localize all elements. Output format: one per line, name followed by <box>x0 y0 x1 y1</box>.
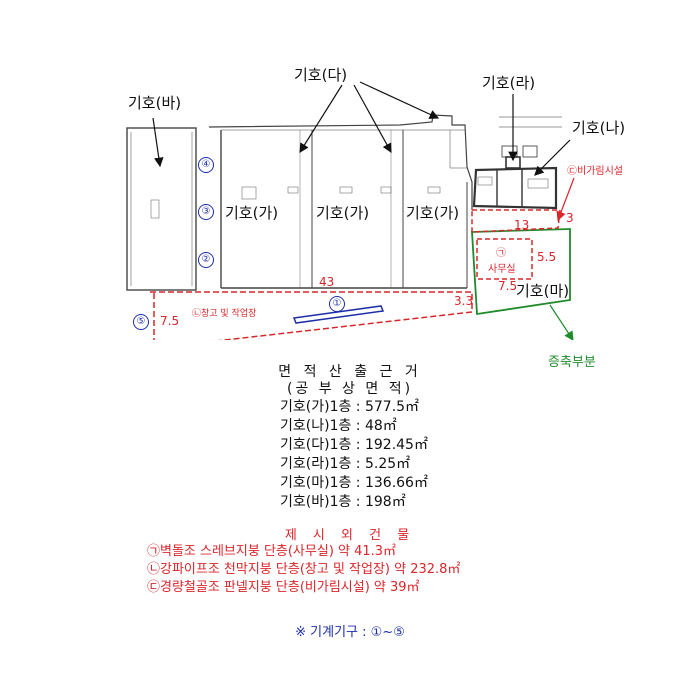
machine-1-shape <box>292 305 385 324</box>
machine-marker-2: ② <box>198 252 214 268</box>
area-row: 기호(마)1층 : 136.66㎡ <box>280 475 428 491</box>
area-row: 기호(가)1층 : 577.5㎡ <box>280 399 420 415</box>
warehouse-outline <box>150 291 473 340</box>
area-row: 기호(다)1층 : 192.45㎡ <box>280 437 428 453</box>
label-extension: 증축부분 <box>548 355 596 370</box>
machine-marker-4: ④ <box>198 157 214 173</box>
basis-subtitle: (공 부 상 면 적) <box>286 381 414 397</box>
label-ra: 기호(라) <box>482 74 536 92</box>
facility-outline <box>471 209 561 233</box>
site-plan <box>126 81 575 340</box>
label-ga-1: 기호(가) <box>225 204 279 222</box>
machine-note: ※ 기계기구 : ①~⑤ <box>295 625 405 640</box>
dim-43: 43 <box>319 275 335 289</box>
area-row: 기호(나)1층 : 48㎡ <box>280 418 397 434</box>
label-ga-2: 기호(가) <box>316 204 370 222</box>
room-marks <box>150 176 549 219</box>
extension-outline <box>471 228 571 316</box>
exclusions-title: 제 시 외 건 물 <box>284 528 416 543</box>
dim-7-5-office: 7.5 <box>498 279 518 293</box>
label-da: 기호(다) <box>294 66 348 84</box>
basis-title: 면 적 산 출 근 거 <box>278 364 422 380</box>
area-list: 기호(가)1층 : 577.5㎡ 기호(나)1층 : 48㎡ 기호(다)1층 :… <box>280 398 428 512</box>
label-office: 사무실 <box>488 264 516 275</box>
machine-marker-5: ⑤ <box>133 314 149 330</box>
exclusion-row: ㉢경량철골조 판넬지붕 단층(비가림시설) 약 39㎡ <box>147 580 420 595</box>
exclusion-row: ㉡강파이프조 천막지붕 단층(창고 및 작업장) 약 232.8㎡ <box>147 562 461 577</box>
label-ma: 기호(마) <box>516 282 570 300</box>
building-na <box>472 116 562 210</box>
dim-3: 3 <box>566 211 574 225</box>
dim-13: 13 <box>514 218 530 232</box>
pointer-lines <box>152 81 575 340</box>
building-ga <box>208 114 473 289</box>
label-ba: 기호(바) <box>128 94 182 112</box>
label-office-mark: ㉠ <box>496 248 506 259</box>
dim-3-3: 3.3 <box>454 294 474 308</box>
label-facility: ㉢비가림시설 <box>567 166 623 177</box>
building-ba <box>126 127 197 291</box>
label-na: 기호(나) <box>572 119 626 137</box>
area-row: 기호(바)1층 : 198㎡ <box>280 494 406 510</box>
dim-5-5: 5.5 <box>537 250 557 264</box>
label-ga-3: 기호(가) <box>406 204 460 222</box>
exclusion-row: ㉠벽돌조 스레브지붕 단층(사무실) 약 41.3㎡ <box>147 544 397 559</box>
dim-7-5-warehouse: 7.5 <box>160 314 180 328</box>
exclusions-list: ㉠벽돌조 스레브지붕 단층(사무실) 약 41.3㎡ ㉡강파이프조 천막지붕 단… <box>147 543 460 597</box>
label-warehouse: ㉡창고 및 작업장 <box>192 309 257 319</box>
machine-marker-3: ③ <box>198 204 214 220</box>
office-outline <box>476 238 533 280</box>
machine-marker-1: ① <box>329 296 345 312</box>
area-row: 기호(라)1층 : 5.25㎡ <box>280 456 411 472</box>
